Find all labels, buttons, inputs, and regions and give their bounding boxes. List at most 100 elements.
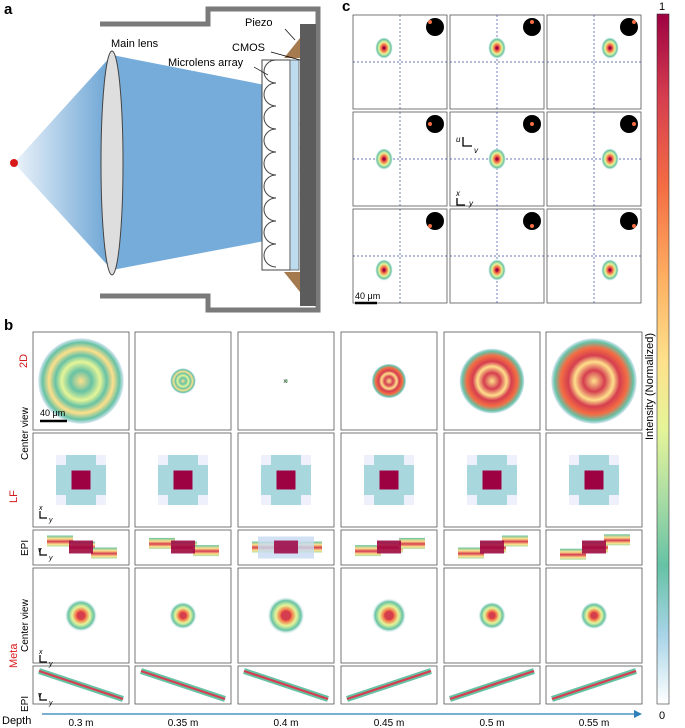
epi-peak (69, 540, 93, 554)
lf-tile (237, 432, 335, 528)
cmos-leader (270, 51, 301, 61)
lf-axis-x: x (38, 505, 43, 512)
microlens-array-label: Microlens array (168, 57, 244, 69)
meta-xy-axis-icon (39, 655, 47, 663)
meta-tile (545, 567, 643, 664)
c-axis-y: y (468, 199, 474, 208)
lfepi-tile (340, 529, 438, 566)
meta-center-view-label: Center view (20, 598, 31, 652)
center-pixel (173, 470, 193, 490)
2d-tile (545, 331, 643, 431)
epi-peak (171, 540, 195, 554)
main-lens-label: Main lens (111, 38, 159, 50)
subaperture-tile (352, 14, 448, 110)
row-label-2d: 2D (18, 354, 30, 368)
refracted-beam (112, 55, 270, 270)
meta-tile (443, 567, 541, 664)
pupil-icon (620, 115, 638, 133)
microlens-array-icon (261, 59, 291, 271)
c-scale-bar-label: 40 μm (355, 291, 380, 301)
center-pixel (482, 470, 502, 490)
panel-a: a Main lens Piezo C (4, 1, 321, 313)
panel-c: c u v x y 40 μm (342, 0, 642, 305)
lfepi-tile (237, 529, 335, 566)
c-axis-u: u (456, 135, 461, 144)
depth-label: Depth (2, 715, 31, 727)
psf-ring (284, 379, 288, 383)
panel-c-letter: c (342, 0, 350, 15)
depth-tick-label: 0.4 m (273, 718, 298, 728)
2d-tile: × (237, 331, 335, 431)
depth-tick-label: 0.5 m (479, 718, 504, 728)
lf-tile (32, 432, 130, 528)
piezo-label: Piezo (245, 17, 273, 29)
microlens-leader (253, 66, 269, 76)
pupil-icon (523, 18, 541, 36)
lf-tile (443, 432, 541, 528)
lf-tile (545, 432, 643, 528)
cover-glass (289, 59, 300, 271)
main-lens-icon (100, 50, 124, 276)
meta-tile (340, 567, 438, 664)
subaperture-tile (352, 208, 448, 304)
metaepi-tile (340, 665, 438, 705)
epi-peak (582, 540, 606, 554)
lf-center-view-label: Center view (20, 406, 31, 460)
psf-ring (38, 338, 124, 424)
meta-tile (134, 567, 232, 664)
row-label-lf: LF (8, 490, 20, 503)
psf-ring (371, 363, 407, 399)
colorbar-scale (656, 13, 670, 705)
depth-tick-label: 0.45 m (374, 718, 405, 728)
epi-peak (274, 540, 298, 554)
lf-epi-axis-y: y (48, 555, 53, 562)
lf-axis-v: v (38, 547, 42, 554)
metaepi-tile (32, 665, 130, 705)
pupil-icon (523, 212, 541, 230)
depth-tick-label: 0.3 m (68, 718, 93, 728)
lfepi-tile (443, 529, 541, 566)
depth-arrow-icon (634, 710, 642, 718)
subaperture-tile (546, 111, 642, 207)
panel-b: b × 2D LF Center view EPI Meta Center vi… (2, 317, 643, 728)
meta-tile (237, 567, 335, 664)
subaperture-tile (449, 208, 545, 304)
center-pixel (584, 470, 604, 490)
metaepi-tile (443, 665, 541, 705)
meta-epi-axis-y: y (48, 700, 53, 707)
subaperture-grid (352, 14, 642, 304)
lfepi-tile (32, 529, 130, 566)
pupil-icon (426, 115, 444, 133)
epi-peak (480, 540, 504, 554)
panel-a-letter: a (4, 1, 13, 18)
panel-b-letter: b (4, 317, 13, 334)
2d-tile (134, 331, 232, 431)
lf-epi-label: EPI (20, 540, 31, 556)
point-source-icon (10, 159, 18, 167)
lfepi-tile (545, 529, 643, 566)
row-label-meta: Meta (8, 643, 20, 668)
subaperture-tile (546, 14, 642, 110)
lf-axis-y: y (48, 517, 53, 524)
meta-epi-label: EPI (20, 696, 31, 712)
lfepi-tile (134, 529, 232, 566)
camera-housing (100, 6, 321, 313)
incoming-light-cone (14, 55, 112, 270)
depth-grid: × (32, 331, 643, 705)
metaepi-tile (237, 665, 335, 705)
meta-axis-v: v (38, 692, 42, 699)
lf-tile (134, 432, 232, 528)
metaepi-tile (545, 665, 643, 705)
colorbar-label: Intensity (Normalized) (644, 333, 656, 440)
meta-vy-axis-icon (39, 693, 47, 701)
c-xy-axis-icon (456, 198, 465, 206)
colorbar-min: 0 (659, 710, 665, 722)
meta-axis-y: y (48, 661, 53, 668)
piezo-top (284, 38, 300, 58)
colorbar-max: 1 (659, 1, 665, 13)
c-uv-axis-icon (462, 137, 472, 147)
subaperture-tile (546, 208, 642, 304)
psf-ring (170, 368, 196, 394)
subaperture-tile (352, 111, 448, 207)
cmos-label: CMOS (232, 42, 265, 54)
